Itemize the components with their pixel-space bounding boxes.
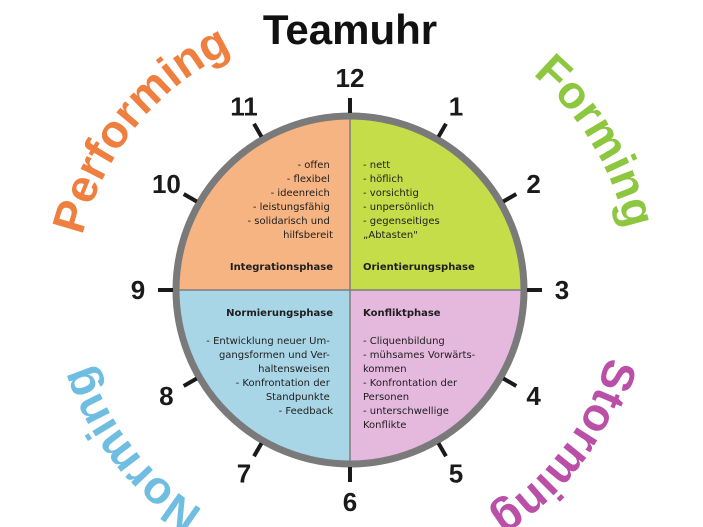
clock-number-8: 8 xyxy=(159,381,173,411)
clock-ticks xyxy=(158,98,542,482)
clock-tick xyxy=(182,376,198,388)
clock-tick xyxy=(436,442,448,458)
top-left-items: - offen - flexibel - ideenreich - leistu… xyxy=(248,160,334,241)
quadrant-bottom-right-text: Konfliktphase - Cliquenbildung - mühsame… xyxy=(363,308,478,431)
bottom-right-items: - Cliquenbildung - mühsames Vorwärts- ko… xyxy=(363,336,478,431)
clock-number-1: 1 xyxy=(449,91,463,121)
top-right-items: - nett - höflich - vorsichtig - unpersön… xyxy=(363,160,443,241)
norming-phase-heading: Normierungsphase xyxy=(226,308,333,319)
clock-number-9: 9 xyxy=(131,275,145,305)
clock-number-12: 12 xyxy=(336,63,365,93)
clock-number-7: 7 xyxy=(237,459,251,489)
clock-tick xyxy=(252,122,264,138)
phase-label-forming: Forming xyxy=(526,43,667,231)
clock-number-3: 3 xyxy=(555,275,569,305)
clock-number-5: 5 xyxy=(449,459,463,489)
clock-number-2: 2 xyxy=(526,169,540,199)
clock-number-10: 10 xyxy=(152,169,181,199)
clock-number-11: 11 xyxy=(230,91,258,121)
diagram-title: Teamuhr xyxy=(263,6,437,53)
bottom-left-items: - Entwicklung neuer Um- gangsformen und … xyxy=(206,336,333,417)
clock-tick xyxy=(252,442,264,458)
quadrant-top-left-text: - offen - flexibel - ideenreich - leistu… xyxy=(230,160,333,273)
clock-tick xyxy=(436,122,448,138)
clock-tick xyxy=(182,192,198,204)
clock-rim xyxy=(172,112,528,468)
quadrant-bottom-left-text: Normierungsphase - Entwicklung neuer Um-… xyxy=(206,308,333,417)
clock-number-6: 6 xyxy=(343,487,357,517)
conflict-phase-heading: Konfliktphase xyxy=(363,308,441,319)
clock-tick xyxy=(502,376,518,388)
clock-tick xyxy=(502,192,518,204)
integration-phase-heading: Integrationsphase xyxy=(230,262,333,273)
orientation-phase-heading: Orientierungsphase xyxy=(363,262,475,273)
quadrant-top-right-text: - nett - höflich - vorsichtig - unpersön… xyxy=(363,160,475,273)
clock-number-4: 4 xyxy=(526,381,541,411)
